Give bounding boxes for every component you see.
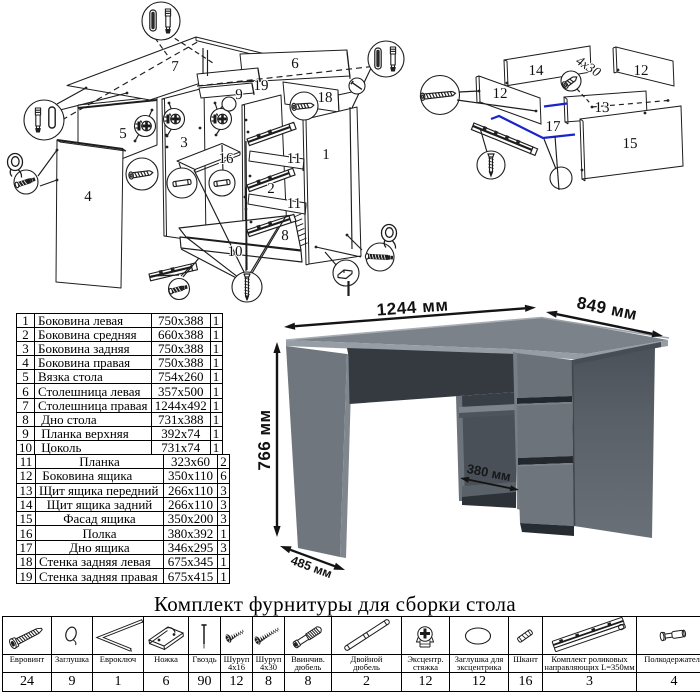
svg-text:6: 6 [291, 56, 299, 72]
svg-text:11: 11 [287, 196, 301, 212]
svg-text:4: 4 [84, 189, 92, 205]
svg-text:12: 12 [634, 63, 649, 79]
svg-text:19: 19 [254, 78, 269, 94]
svg-text:8: 8 [281, 228, 289, 244]
svg-text:14: 14 [529, 63, 545, 79]
svg-text:1244 мм: 1244 мм [376, 295, 449, 319]
svg-text:2: 2 [267, 181, 275, 197]
svg-text:15: 15 [623, 136, 638, 152]
svg-text:13: 13 [595, 100, 610, 116]
svg-text:16: 16 [219, 151, 235, 167]
svg-text:12: 12 [493, 86, 508, 102]
svg-text:1: 1 [322, 147, 330, 163]
svg-text:9: 9 [235, 87, 243, 103]
svg-text:11: 11 [287, 151, 301, 167]
svg-text:17: 17 [546, 119, 562, 135]
svg-text:18: 18 [318, 90, 333, 106]
svg-text:10: 10 [228, 244, 243, 260]
svg-text:766 мм: 766 мм [255, 409, 274, 470]
svg-text:7: 7 [171, 59, 179, 75]
svg-text:3: 3 [180, 135, 188, 151]
svg-text:5: 5 [119, 126, 127, 142]
